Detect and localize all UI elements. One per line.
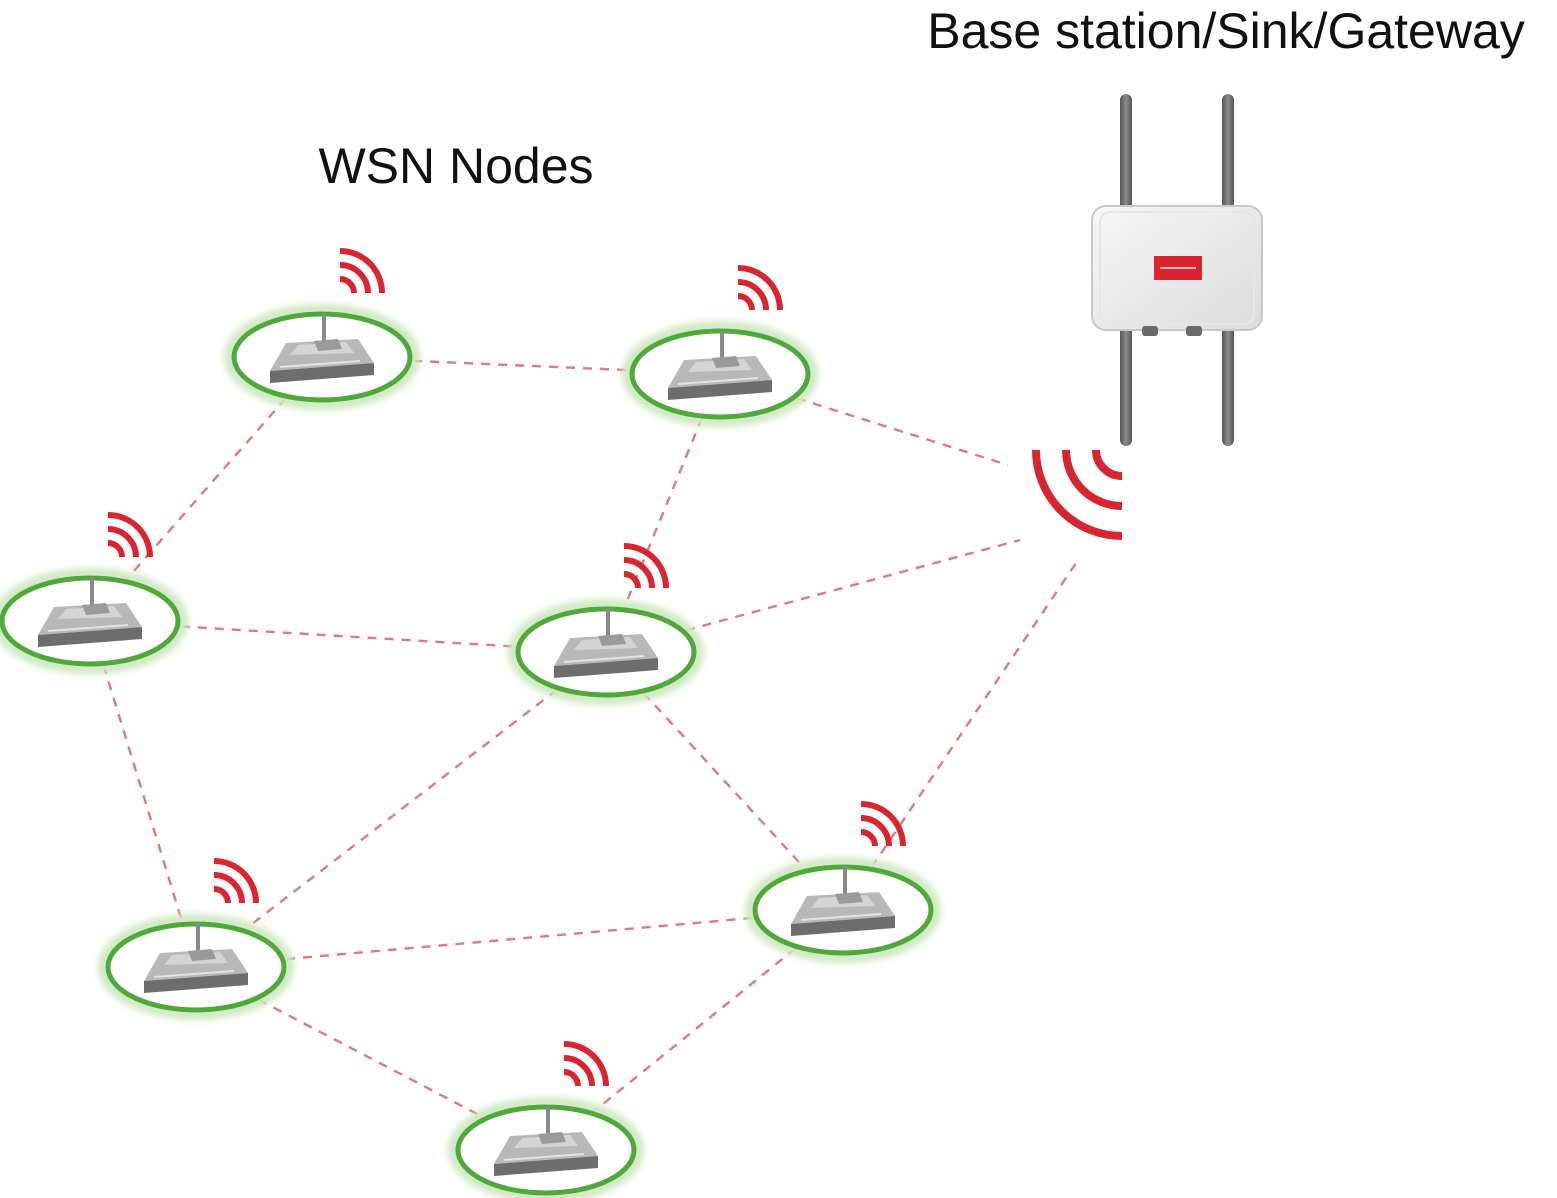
wireless-signal-icon xyxy=(214,861,256,903)
sensor-node-icon xyxy=(224,251,420,410)
wireless-signal-icon xyxy=(340,251,382,293)
link-n1-n2 xyxy=(413,359,629,372)
link-n1-n3 xyxy=(125,397,287,581)
wireless-signal-icon xyxy=(564,1044,606,1086)
sensor-node-icon xyxy=(622,268,818,427)
link-n2-n4 xyxy=(622,417,704,609)
gateway-signal-arc xyxy=(1062,449,1123,510)
network-links xyxy=(102,359,1079,1119)
link-n3-n4 xyxy=(180,625,516,648)
gateway-signal-arc xyxy=(1092,449,1123,480)
wireless-signal-icon xyxy=(108,515,150,557)
gateway-label: Base station/Sink/Gateway xyxy=(927,3,1525,59)
sensor-node-icon xyxy=(0,515,188,674)
sensor-node-icon xyxy=(448,1044,644,1198)
gateway-router-icon xyxy=(1091,94,1263,446)
wsn-nodes xyxy=(0,251,941,1198)
sensor-node-icon xyxy=(745,804,941,963)
gateway-signal-icon xyxy=(1032,449,1123,540)
link-n4-n5 xyxy=(244,688,558,931)
link-n4-n6 xyxy=(642,691,807,871)
sensor-node-icon xyxy=(98,861,294,1020)
link-n5-n7 xyxy=(257,998,485,1119)
wireless-signal-icon xyxy=(738,268,780,310)
link-n4-gw xyxy=(685,538,1021,632)
wireless-signal-icon xyxy=(861,804,903,846)
link-n6-gw xyxy=(870,559,1079,869)
nodes-label: WSN Nodes xyxy=(318,138,593,194)
gateway-signal-arc xyxy=(1032,449,1123,540)
link-n5-n6 xyxy=(285,916,754,961)
link-n6-n7 xyxy=(592,947,797,1113)
sensor-node-icon xyxy=(508,546,704,705)
link-n3-n5 xyxy=(102,664,184,924)
link-n2-gw xyxy=(796,397,1009,467)
wireless-signal-icon xyxy=(624,546,666,588)
